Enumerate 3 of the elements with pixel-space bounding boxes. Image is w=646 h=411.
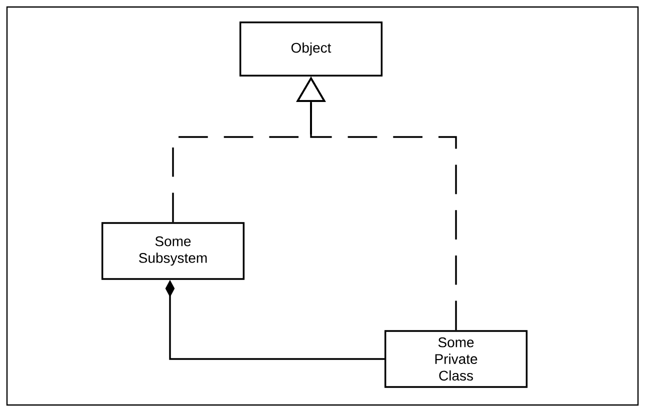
class-box: Some Subsystem — [101, 222, 245, 280]
class-box: Some Private Class — [384, 330, 528, 388]
class-box: Object — [239, 21, 383, 77]
